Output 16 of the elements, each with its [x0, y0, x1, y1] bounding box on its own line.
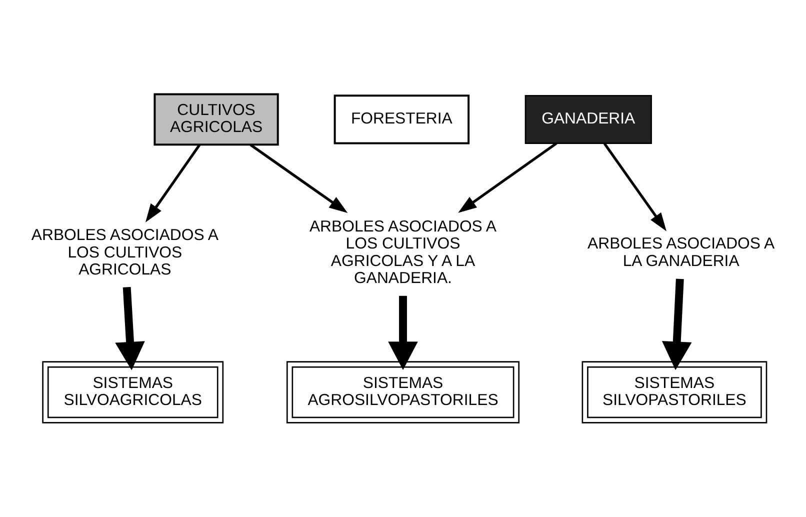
- node-box: CULTIVOS AGRICOLAS: [154, 93, 279, 146]
- arrow: [458, 142, 558, 213]
- arrow: [115, 286, 145, 370]
- node-box: SISTEMAS AGROSILVOPASTORILES: [286, 361, 520, 424]
- arrow: [662, 278, 692, 370]
- node-box: GANADERIA: [524, 94, 652, 144]
- node-box: SISTEMAS SILVOPASTORILES: [582, 361, 768, 424]
- arrow: [388, 296, 418, 370]
- arrow: [603, 142, 666, 232]
- node-text: ARBOLES ASOCIADOS A LOS CULTIVOS AGRICOLAS: [31, 227, 218, 279]
- node-text: ARBOLES ASOCIADOS A LOS CULTIVOS AGRICOLAS Y A LA GANADERIA.: [309, 218, 497, 288]
- node-text: ARBOLES ASOCIADOS A LA GANADERIA: [588, 236, 775, 270]
- node-box: SISTEMAS SILVOAGRICOLAS: [42, 361, 224, 424]
- arrow: [250, 144, 348, 214]
- arrow: [145, 144, 201, 222]
- node-box: FORESTERIA: [334, 94, 470, 144]
